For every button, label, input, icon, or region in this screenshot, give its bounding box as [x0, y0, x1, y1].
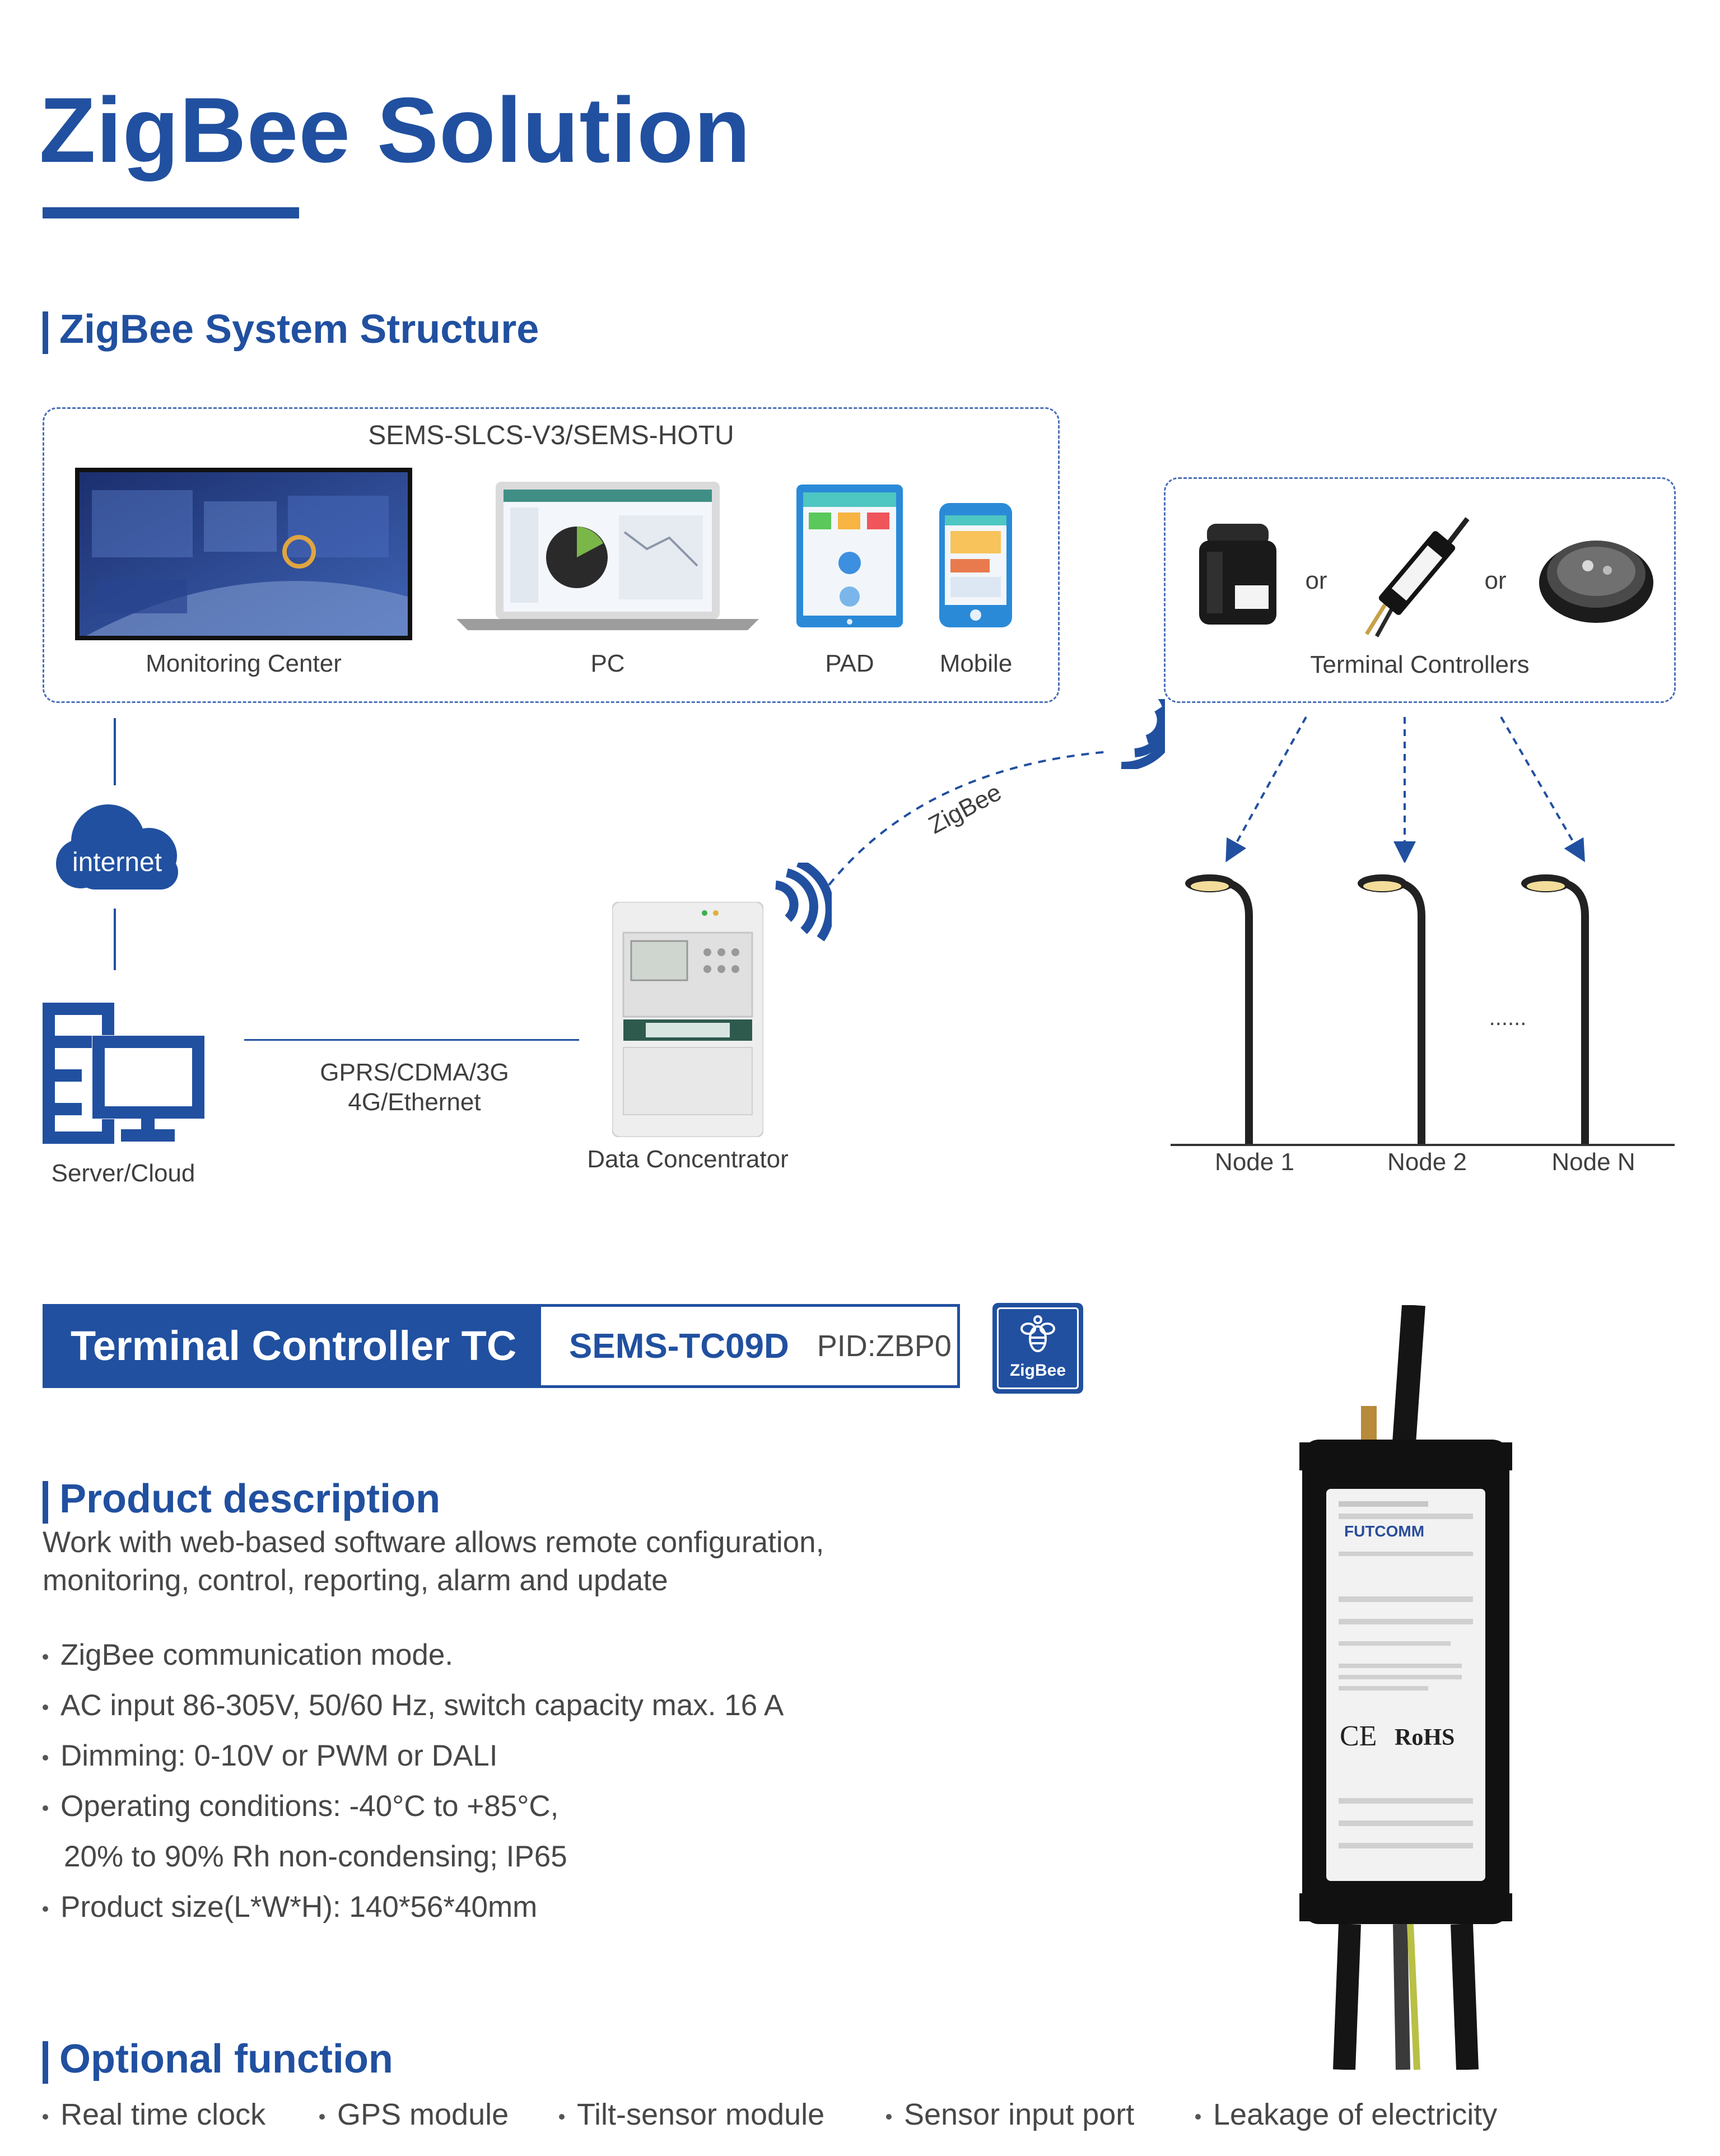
street-lamp-n [1518, 871, 1596, 1145]
data-concentrator-label: Data Concentrator [587, 1145, 789, 1173]
controller-image-2 [1355, 514, 1473, 639]
optional-item: Real time clock [43, 2097, 265, 2132]
feature-text: 20% to 90% Rh non-condensing; IP65 [64, 1840, 567, 1873]
bullet-icon [559, 2113, 565, 2120]
bullet-icon [1195, 2113, 1201, 2120]
connector-line-top [114, 718, 116, 785]
feature-text: ZigBee communication mode. [60, 1638, 454, 1671]
list-item: AC input 86-305V, 50/60 Hz, switch capac… [43, 1680, 1107, 1731]
or-label-2: or [1484, 567, 1507, 594]
optional-item-text: Tilt-sensor module [577, 2098, 825, 2131]
feature-text: AC input 86-305V, 50/60 Hz, switch capac… [60, 1689, 784, 1722]
connector-line-bottom [114, 909, 116, 970]
platform-box [43, 407, 1060, 703]
bullet-icon [43, 1906, 48, 1912]
monitoring-center-image [75, 468, 412, 640]
node-label-n: Node N [1551, 1148, 1635, 1176]
internet-label: internet [72, 848, 162, 877]
rohs-mark: RoHS [1395, 1725, 1455, 1750]
product-model-box: SEMS-TC09D PID:ZBP0 [541, 1304, 960, 1388]
product-banner: Terminal Controller TC SEMS-TC09D PID:ZB… [43, 1304, 960, 1388]
feature-text: Product size(L*W*H): 140*56*40mm [60, 1890, 538, 1924]
tablet-icon [796, 485, 903, 627]
system-structure-heading: ZigBee System Structure [43, 309, 539, 354]
node-arrows [1215, 711, 1596, 864]
product-description-heading: Product description [43, 1479, 440, 1524]
feature-text: Dimming: 0-10V or PWM or DALI [60, 1739, 498, 1772]
ground-line [1171, 1144, 1675, 1146]
bee-icon [1020, 1315, 1055, 1354]
link-label-line2: 4G/Ethernet [348, 1088, 481, 1116]
optional-item-text: Real time clock [60, 2098, 266, 2131]
optional-item: GPS module [319, 2097, 509, 2132]
link-label-line1: GPRS/CDMA/3G [320, 1059, 509, 1086]
list-item: Operating conditions: -40°C to +85°C, [43, 1781, 1107, 1832]
page-title: ZigBee Solution [39, 78, 751, 181]
terminal-controllers-label: Terminal Controllers [1310, 651, 1530, 678]
wireless-signal-icon-left [770, 858, 835, 942]
optional-item-text: Leakage of electricity [1213, 2098, 1498, 2131]
list-item: ZigBee communication mode. [43, 1630, 1107, 1680]
pad-label: PAD [825, 650, 874, 677]
title-underline [43, 207, 299, 218]
zigbee-link-arc [823, 745, 1115, 891]
optional-item: Sensor input port [886, 2097, 1134, 2132]
list-item: Dimming: 0-10V or PWM or DALI [43, 1731, 1107, 1781]
node-label-2: Node 2 [1387, 1148, 1467, 1176]
feature-list: ZigBee communication mode. AC input 86-3… [43, 1630, 1107, 1933]
bullet-icon [43, 1805, 48, 1811]
server-cloud-label: Server/Cloud [51, 1160, 195, 1187]
optional-item-text: GPS module [337, 2098, 509, 2131]
street-lamp-2 [1354, 871, 1433, 1145]
bullet-icon [43, 1705, 48, 1710]
product-name: Terminal Controller TC [43, 1304, 541, 1388]
zigbee-badge: ZigBee [992, 1303, 1083, 1394]
optional-item: Tilt-sensor module [559, 2097, 824, 2132]
optional-item-text: Sensor input port [904, 2098, 1135, 2131]
mobile-icon [939, 503, 1012, 627]
bullet-icon [43, 1755, 48, 1761]
zigbee-badge-label: ZigBee [1009, 1361, 1066, 1380]
optional-function-heading: Optional function [43, 2039, 393, 2084]
optional-item: Leakage of electricity [1195, 2097, 1497, 2132]
product-model: SEMS-TC09D [569, 1326, 789, 1366]
street-lamp-1 [1182, 871, 1260, 1145]
cloud-icon [49, 801, 185, 891]
controller-image-3 [1537, 527, 1655, 625]
bullet-icon [886, 2113, 892, 2120]
list-item: 20% to 90% Rh non-condensing; IP65 [43, 1832, 1107, 1882]
data-concentrator-image [611, 901, 765, 1138]
bullet-icon [43, 2113, 48, 2120]
platform-label: SEMS-SLCS-V3/SEMS-HOTU [368, 421, 734, 450]
description-line-2: monitoring, control, reporting, alarm an… [43, 1564, 668, 1597]
product-description-text: Work with web-based software allows remo… [43, 1524, 1051, 1600]
label-brand: FUTCOMM [1344, 1522, 1425, 1540]
pc-label: PC [590, 650, 625, 677]
feature-text: Operating conditions: -40°C to +85°C, [60, 1790, 559, 1823]
ce-mark: CE [1340, 1720, 1377, 1752]
laptop-icon [456, 482, 759, 633]
product-image [1299, 1304, 1512, 2070]
product-pid: PID:ZBP0 [817, 1329, 952, 1363]
node-ellipsis: ...... [1489, 1005, 1527, 1030]
monitoring-center-label: Monitoring Center [146, 650, 342, 677]
mobile-label: Mobile [939, 650, 1013, 677]
description-line-1: Work with web-based software allows remo… [43, 1526, 824, 1559]
node-label-1: Node 1 [1215, 1148, 1294, 1176]
bullet-icon [43, 1654, 48, 1660]
bullet-icon [319, 2113, 325, 2120]
terminal-controllers-box [1164, 477, 1676, 703]
list-item: Product size(L*W*H): 140*56*40mm [43, 1882, 1107, 1933]
controller-image-1 [1196, 524, 1280, 630]
gprs-link-line [244, 1039, 579, 1041]
server-cloud-icon [43, 1003, 205, 1147]
or-label-1: or [1305, 567, 1327, 594]
